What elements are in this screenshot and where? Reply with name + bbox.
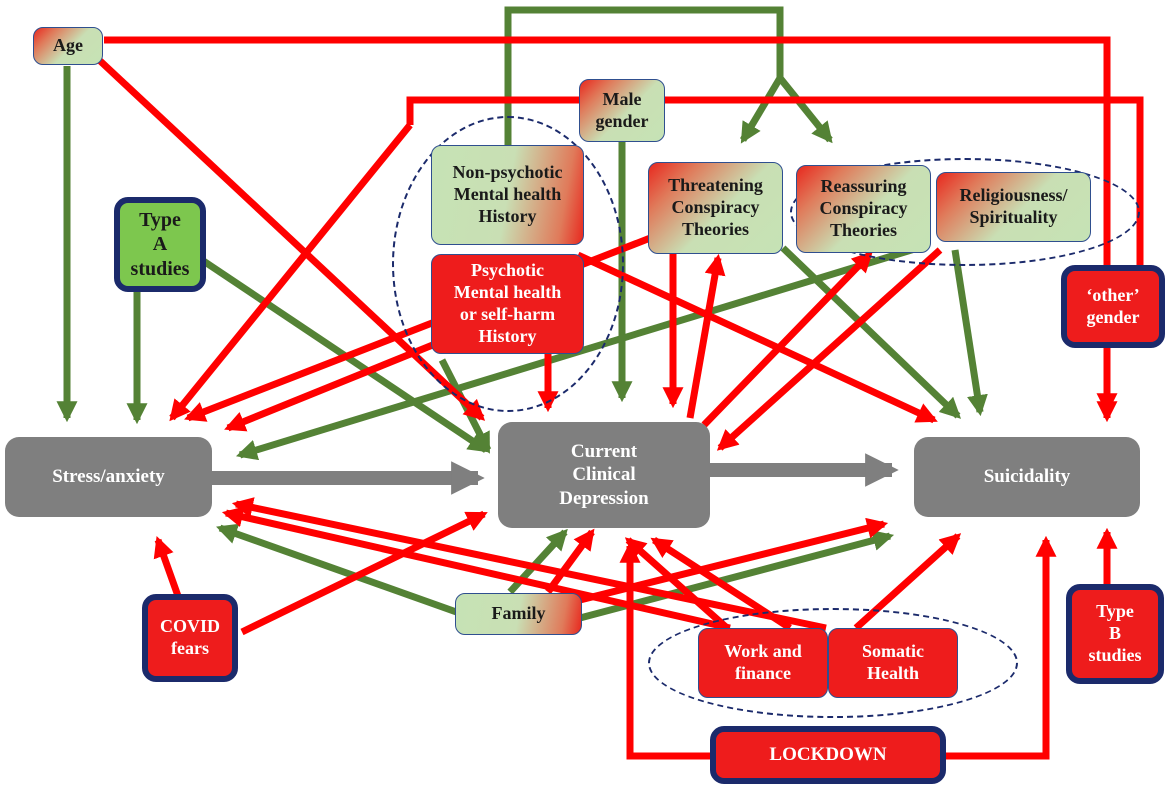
arrow-lockdown-to-suicidality xyxy=(940,535,1057,760)
arrow-lockdown-to-depression xyxy=(619,541,714,760)
arrow-religious-to-suicidality xyxy=(951,249,988,417)
arrow-covid-to-depression xyxy=(240,510,488,636)
arrow-psychotic-to-suicidality xyxy=(576,251,938,424)
beliefs-group-ellipse xyxy=(790,158,1140,266)
arrow-religious-to-depression xyxy=(716,247,943,451)
arrow-mh-to-conspiracy-bracket xyxy=(504,6,784,146)
arrow-bracket-to-reassuring xyxy=(777,75,833,144)
arrow-depression-to-threatening xyxy=(686,253,726,419)
arrow-religious-to-other-gender xyxy=(406,96,1144,265)
non-psychotic-mh-node: Non-psychotic Mental health History xyxy=(431,145,584,245)
type-b-studies-node: Type B studies xyxy=(1066,584,1164,684)
mental-health-group-ellipse xyxy=(392,116,624,412)
arrow-work-to-stress-2 xyxy=(221,506,731,632)
arrow-psychotic-to-stress xyxy=(224,336,447,432)
arrow-family-to-depression-red xyxy=(545,528,595,595)
suicidality-node: Suicidality xyxy=(914,437,1140,517)
lockdown-node: LOCKDOWN xyxy=(710,726,946,784)
arrow-threatening-to-suicidality xyxy=(780,245,962,419)
work-somatic-group-ellipse xyxy=(648,608,1018,718)
arrow-covid-to-stress xyxy=(153,536,182,598)
current-depression-node: Current Clinical Depression xyxy=(498,422,710,528)
work-finance-node: Work and finance xyxy=(698,628,828,698)
type-a-studies-node: Type A studies xyxy=(114,197,206,292)
arrow-typea-to-depression xyxy=(194,253,490,453)
age-node: Age xyxy=(33,27,103,65)
threatening-conspiracy-node: Threatening Conspiracy Theories xyxy=(648,162,783,254)
religiousness-node: Religiousness/ Spirituality xyxy=(936,172,1091,242)
somatic-health-node: Somatic Health xyxy=(828,628,958,698)
family-node: Family xyxy=(455,593,582,635)
male-gender-node: Male gender xyxy=(579,79,665,142)
stress-anxiety-node: Stress/anxiety xyxy=(5,437,212,517)
covid-fears-node: COVID fears xyxy=(142,594,238,682)
psychotic-mh-node: Psychotic Mental health or self-harm His… xyxy=(431,254,584,354)
arrow-depression-to-reassuring xyxy=(701,250,873,428)
arrow-work-to-stress xyxy=(231,497,827,632)
other-gender-node: ‘other’ gender xyxy=(1061,265,1165,348)
reassuring-conspiracy-node: Reassuring Conspiracy Theories xyxy=(796,165,931,253)
arrow-work-to-depression-2 xyxy=(624,537,730,631)
arrow-mh-to-stress xyxy=(169,122,413,422)
arrow-bracket-to-threatening xyxy=(739,76,784,144)
arrow-family-to-stress xyxy=(216,523,464,618)
